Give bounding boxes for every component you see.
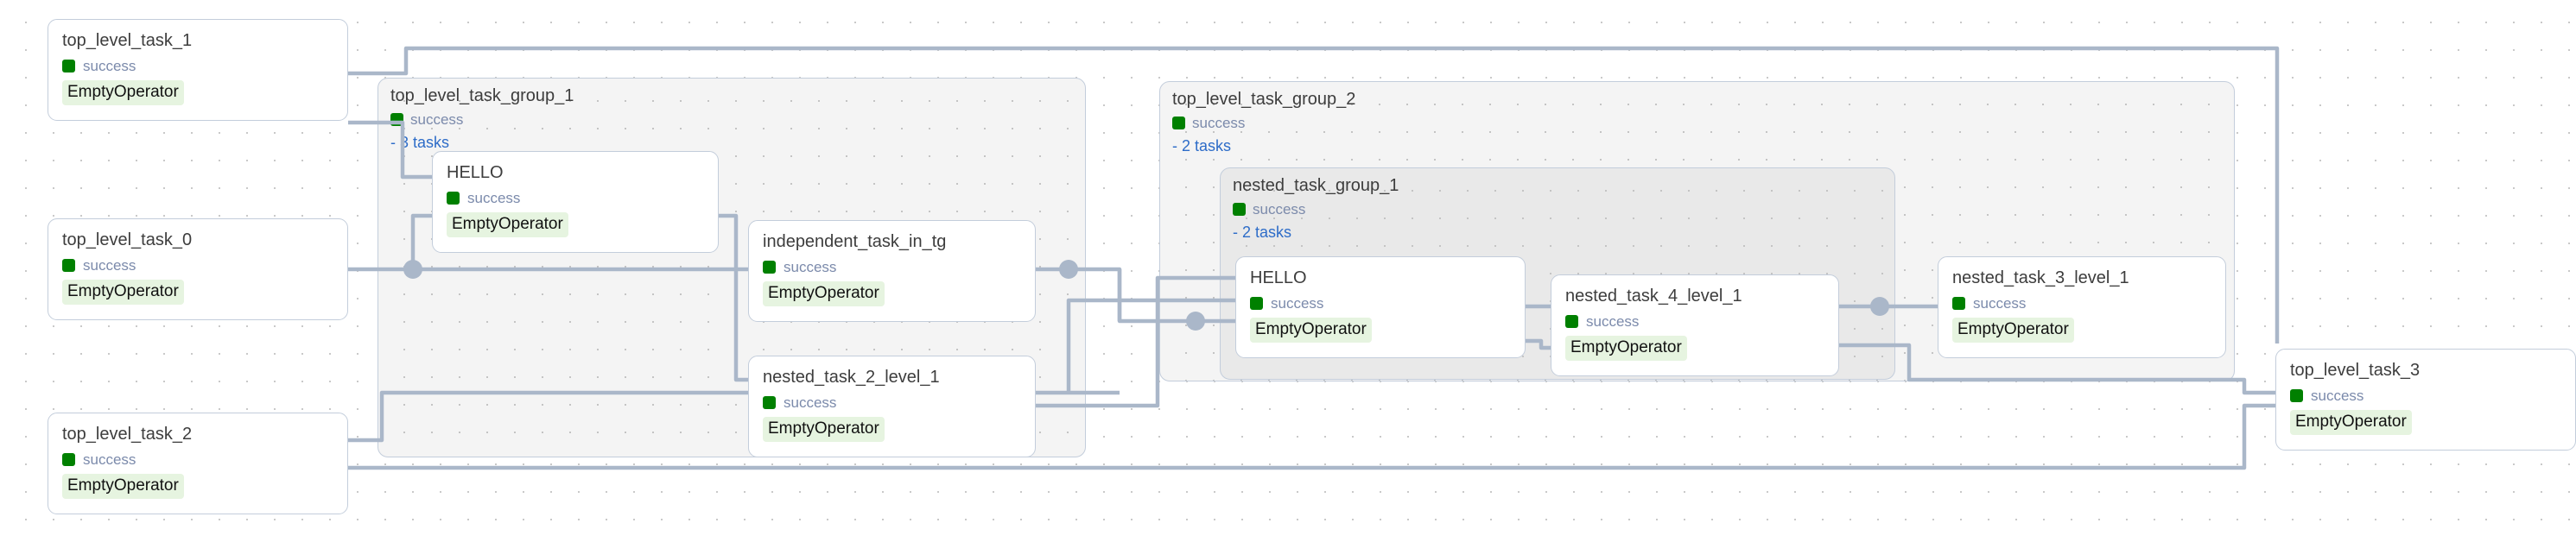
task-status: success bbox=[62, 258, 333, 273]
task-status-label: success bbox=[1973, 295, 2027, 312]
group-title: top_level_task_group_2 bbox=[1172, 90, 1356, 109]
operator-pill: EmptyOperator bbox=[62, 474, 184, 499]
task-node-nested_task_3_level_1[interactable]: nested_task_3_level_1 success EmptyOpera… bbox=[1938, 256, 2226, 358]
success-square-icon bbox=[62, 453, 75, 466]
operator-pill: EmptyOperator bbox=[62, 80, 184, 105]
task-status-label: success bbox=[1586, 313, 1640, 330]
success-square-icon bbox=[1565, 315, 1578, 328]
group-header: top_level_task_group_1 success - 3 tasks bbox=[390, 87, 574, 150]
group-status: success bbox=[1233, 202, 1399, 217]
task-node-tg2-hello[interactable]: HELLO success EmptyOperator bbox=[1235, 256, 1526, 358]
group-status: success bbox=[390, 112, 574, 127]
task-title: nested_task_4_level_1 bbox=[1565, 287, 1742, 306]
task-node-nested_task_4_level_1[interactable]: nested_task_4_level_1 success EmptyOpera… bbox=[1551, 274, 1839, 376]
task-status-label: success bbox=[467, 190, 521, 206]
task-status: success bbox=[447, 191, 704, 205]
task-status: success bbox=[1565, 314, 1824, 329]
task-node-top_level_task_0[interactable]: top_level_task_0 success EmptyOperator bbox=[48, 218, 348, 320]
task-title: nested_task_2_level_1 bbox=[763, 368, 940, 387]
task-status: success bbox=[1952, 296, 2211, 311]
success-square-icon bbox=[62, 259, 75, 272]
task-status-label: success bbox=[2311, 388, 2364, 404]
group-status-label: success bbox=[1192, 115, 1246, 131]
success-square-icon bbox=[2290, 389, 2303, 402]
task-node-top_level_task_3[interactable]: top_level_task_3 success EmptyOperator bbox=[2275, 349, 2576, 451]
task-status: success bbox=[1250, 296, 1511, 311]
task-title: HELLO bbox=[1250, 268, 1307, 287]
operator-pill: EmptyOperator bbox=[763, 417, 885, 442]
success-square-icon bbox=[1172, 117, 1185, 129]
task-node-nested_task_2_level_1[interactable]: nested_task_2_level_1 success EmptyOpera… bbox=[748, 356, 1036, 457]
group-header: top_level_task_group_2 success - 2 tasks bbox=[1172, 91, 1355, 154]
task-node-tg1-hello[interactable]: HELLO success EmptyOperator bbox=[432, 151, 719, 253]
operator-pill: EmptyOperator bbox=[1952, 318, 2074, 343]
group-status: success bbox=[1172, 116, 1355, 130]
task-node-top_level_task_1[interactable]: top_level_task_1 success EmptyOperator bbox=[48, 19, 348, 121]
task-status: success bbox=[2290, 388, 2561, 403]
operator-pill: EmptyOperator bbox=[763, 281, 885, 306]
group-header: nested_task_group_1 success - 2 tasks bbox=[1233, 177, 1399, 240]
success-square-icon bbox=[390, 113, 403, 126]
task-title: independent_task_in_tg bbox=[763, 232, 947, 251]
task-status-label: success bbox=[1271, 295, 1324, 312]
group-status-label: success bbox=[410, 111, 464, 128]
success-square-icon bbox=[447, 192, 460, 205]
success-square-icon bbox=[1952, 297, 1965, 310]
task-status: success bbox=[763, 395, 1021, 410]
task-status-label: success bbox=[83, 451, 136, 468]
group-tasks-toggle[interactable]: - 2 tasks bbox=[1233, 224, 1292, 241]
task-status: success bbox=[763, 260, 1021, 274]
operator-pill: EmptyOperator bbox=[1565, 336, 1687, 361]
operator-pill: EmptyOperator bbox=[447, 212, 568, 237]
success-square-icon bbox=[1250, 297, 1263, 310]
task-status-label: success bbox=[83, 58, 136, 74]
task-title: top_level_task_3 bbox=[2290, 361, 2421, 380]
task-status-label: success bbox=[784, 259, 837, 275]
task-node-top_level_task_2[interactable]: top_level_task_2 success EmptyOperator bbox=[48, 413, 348, 514]
task-title: nested_task_3_level_1 bbox=[1952, 268, 2129, 287]
task-node-independent_task_in_tg[interactable]: independent_task_in_tg success EmptyOper… bbox=[748, 220, 1036, 322]
task-title: top_level_task_0 bbox=[62, 230, 193, 249]
task-title: HELLO bbox=[447, 163, 504, 182]
group-title: top_level_task_group_1 bbox=[390, 86, 574, 105]
task-title: top_level_task_2 bbox=[62, 425, 193, 444]
task-status-label: success bbox=[784, 394, 837, 411]
group-tasks-toggle[interactable]: - 3 tasks bbox=[390, 134, 450, 151]
success-square-icon bbox=[763, 261, 776, 274]
task-status-label: success bbox=[83, 257, 136, 274]
task-title: top_level_task_1 bbox=[62, 31, 193, 50]
success-square-icon bbox=[62, 60, 75, 72]
operator-pill: EmptyOperator bbox=[62, 280, 184, 305]
group-title: nested_task_group_1 bbox=[1233, 176, 1399, 195]
group-status-label: success bbox=[1253, 201, 1306, 217]
operator-pill: EmptyOperator bbox=[1250, 318, 1372, 343]
success-square-icon bbox=[763, 396, 776, 409]
success-square-icon bbox=[1233, 203, 1246, 216]
task-status: success bbox=[62, 452, 333, 467]
group-tasks-toggle[interactable]: - 2 tasks bbox=[1172, 137, 1232, 154]
task-status: success bbox=[62, 59, 333, 73]
operator-pill: EmptyOperator bbox=[2290, 410, 2412, 435]
